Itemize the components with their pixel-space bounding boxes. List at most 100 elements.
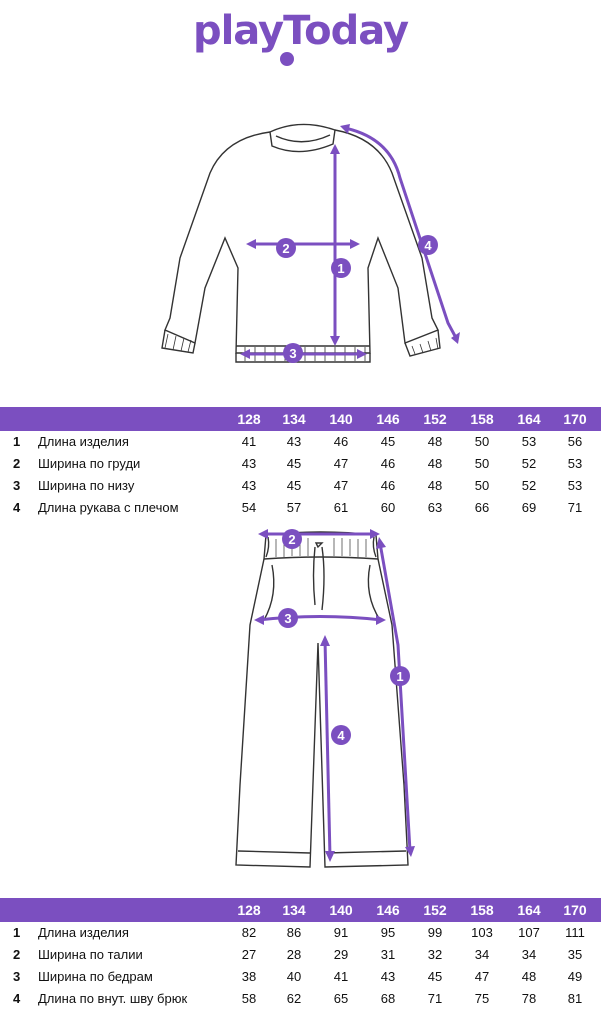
size-header: 128 [237, 411, 261, 427]
cell-value: 34 [521, 947, 537, 962]
cell-value: 34 [474, 947, 490, 962]
cell-value: 46 [380, 456, 396, 471]
sweatshirt-marker-1: 1 [331, 258, 351, 278]
size-header: 170 [563, 902, 587, 918]
size-header: 134 [282, 411, 306, 427]
sweatshirt-marker-4: 4 [418, 235, 438, 255]
cell-value: 38 [241, 969, 257, 984]
cell-value: 86 [286, 925, 302, 940]
sweatshirt-size-table: 128 134 140 146 152 158 164 170 1 Длина … [0, 407, 601, 519]
cell-value: 58 [241, 991, 257, 1006]
pants-marker-4: 4 [331, 725, 351, 745]
cell-value: 81 [567, 991, 583, 1006]
cell-value: 48 [427, 434, 443, 449]
cell-value: 32 [427, 947, 443, 962]
row-number: 1 [13, 434, 21, 449]
logo-dot [280, 52, 294, 66]
row-label: Длина изделия [38, 434, 129, 449]
row-number: 3 [13, 969, 21, 984]
size-header: 146 [376, 411, 400, 427]
cell-value: 41 [333, 969, 349, 984]
cell-value: 53 [567, 456, 583, 471]
cell-value: 45 [427, 969, 443, 984]
table-row: 3 Ширина по низу 43 45 47 46 48 50 52 53 [0, 475, 601, 497]
table-row: 4 Длина по внут. шву брюк 58 62 65 68 71… [0, 988, 601, 1010]
row-label: Ширина по низу [38, 478, 135, 493]
svg-text:2: 2 [282, 241, 289, 256]
row-number: 3 [13, 478, 21, 493]
table-row: 2 Ширина по груди 43 45 47 46 48 50 52 5… [0, 453, 601, 475]
cell-value: 63 [427, 500, 443, 515]
cell-value: 50 [474, 434, 490, 449]
cell-value: 52 [521, 456, 537, 471]
cell-value: 103 [471, 925, 493, 940]
cell-value: 91 [333, 925, 349, 940]
cell-value: 43 [286, 434, 302, 449]
svg-text:1: 1 [396, 669, 403, 684]
svg-text:2: 2 [288, 532, 295, 547]
cell-value: 71 [427, 991, 443, 1006]
size-header: 170 [563, 411, 587, 427]
row-number: 4 [13, 500, 21, 515]
svg-text:3: 3 [289, 346, 296, 361]
cell-value: 28 [286, 947, 302, 962]
cell-value: 65 [333, 991, 349, 1006]
cell-value: 95 [380, 925, 396, 940]
svg-text:1: 1 [337, 261, 344, 276]
row-label: Ширина по талии [38, 947, 143, 962]
table-row: 1 Длина изделия 41 43 46 45 48 50 53 56 [0, 431, 601, 453]
cell-value: 45 [286, 456, 302, 471]
cell-value: 45 [286, 478, 302, 493]
cell-value: 53 [567, 478, 583, 493]
size-header: 164 [517, 902, 541, 918]
pants-marker-2: 2 [282, 529, 302, 549]
cell-value: 56 [567, 434, 583, 449]
pants-marker-3: 3 [278, 608, 298, 628]
svg-text:4: 4 [424, 238, 432, 253]
size-header: 158 [470, 411, 494, 427]
pants-marker-1: 1 [390, 666, 410, 686]
cell-value: 48 [427, 478, 443, 493]
row-label: Ширина по бедрам [38, 969, 153, 984]
cell-value: 41 [241, 434, 257, 449]
size-header: 134 [282, 902, 306, 918]
cell-value: 43 [241, 478, 257, 493]
row-number: 2 [13, 456, 21, 471]
cell-value: 48 [427, 456, 443, 471]
cell-value: 52 [521, 478, 537, 493]
cell-value: 27 [241, 947, 257, 962]
cell-value: 68 [380, 991, 396, 1006]
sweatshirt-diagram: 1 2 3 4 [161, 123, 460, 363]
cell-value: 57 [286, 500, 302, 515]
pants-size-table: 128 134 140 146 152 158 164 170 1 Длина … [0, 898, 601, 1010]
sweatshirt-marker-2: 2 [276, 238, 296, 258]
row-number: 1 [13, 925, 21, 940]
row-label: Длина по внут. шву брюк [38, 991, 188, 1006]
cell-value: 46 [380, 478, 396, 493]
size-header: 140 [329, 902, 353, 918]
svg-text:3: 3 [284, 611, 291, 626]
cell-value: 40 [286, 969, 302, 984]
cell-value: 43 [241, 456, 257, 471]
cell-value: 43 [380, 969, 396, 984]
svg-text:4: 4 [337, 728, 345, 743]
cell-value: 53 [521, 434, 537, 449]
size-header: 158 [470, 902, 494, 918]
cell-value: 78 [521, 991, 537, 1006]
cell-value: 61 [333, 500, 349, 515]
cell-value: 107 [518, 925, 540, 940]
brand-logo: playToday [192, 8, 409, 54]
cell-value: 99 [427, 925, 443, 940]
cell-value: 46 [333, 434, 349, 449]
size-header-row: 128 134 140 146 152 158 164 170 [0, 898, 601, 922]
sweatshirt-marker-3: 3 [283, 343, 303, 363]
table-row: 3 Ширина по бедрам 38 40 41 43 45 47 48 … [0, 966, 601, 988]
size-header: 152 [423, 902, 447, 918]
cell-value: 45 [380, 434, 396, 449]
cell-value: 50 [474, 478, 490, 493]
cell-value: 69 [521, 500, 537, 515]
table-row: 2 Ширина по талии 27 28 29 31 32 34 34 3… [0, 944, 601, 966]
pants-diagram: 1 2 3 4 [235, 529, 415, 868]
size-header-row: 128 134 140 146 152 158 164 170 [0, 407, 601, 431]
row-number: 4 [13, 991, 21, 1006]
